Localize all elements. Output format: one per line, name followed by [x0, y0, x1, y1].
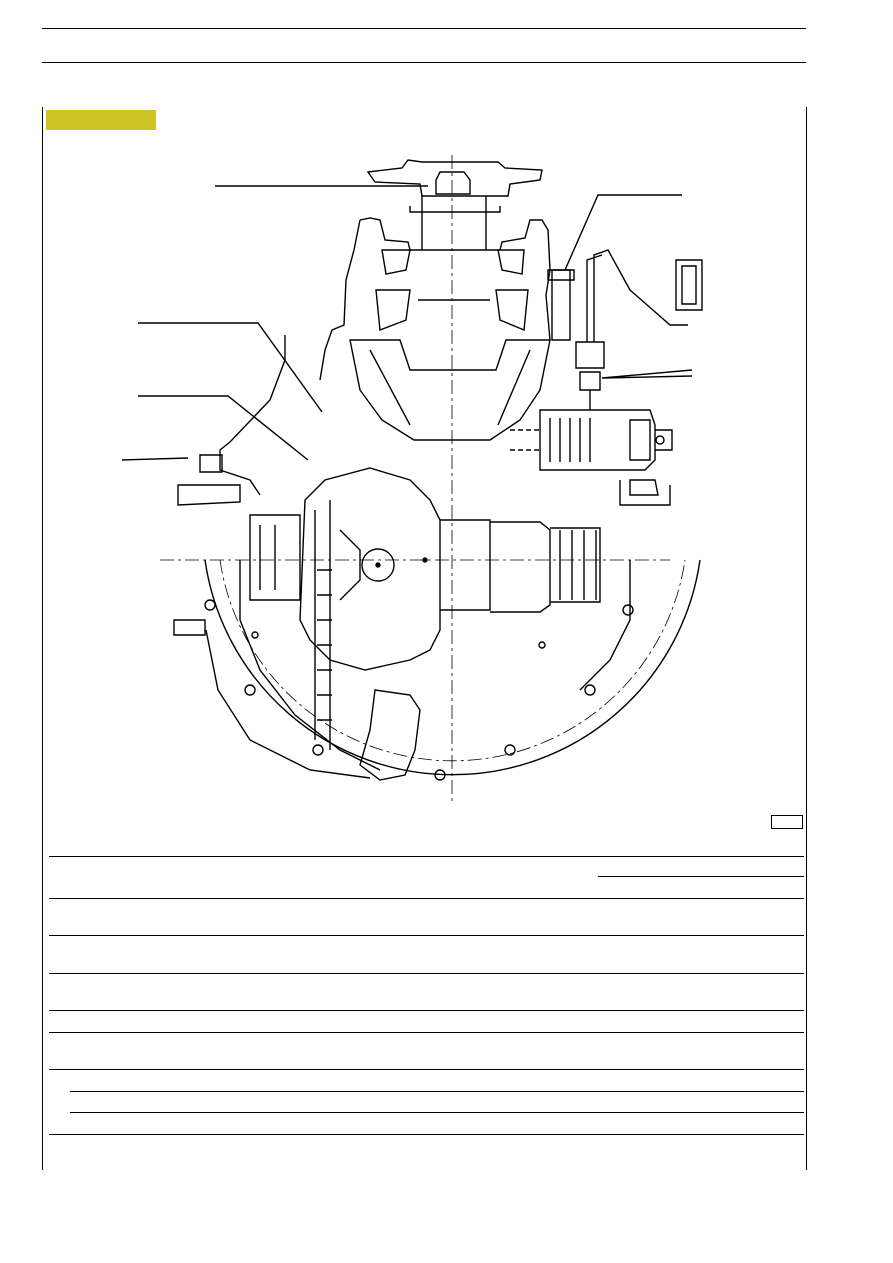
table-rule [49, 935, 804, 936]
table-rule-sub [70, 1112, 804, 1113]
table-rule [49, 898, 804, 899]
frame-left-rule [42, 107, 43, 1170]
table-rule [49, 1134, 804, 1135]
header-bottom-rule [42, 62, 806, 63]
differential-cross-section-drawing [121, 155, 703, 805]
header-top-rule [42, 28, 806, 29]
table-rule [49, 1032, 804, 1033]
table-rule-sub [70, 1091, 804, 1092]
table-rule [49, 856, 804, 857]
table-rule [49, 1069, 804, 1070]
frame-right-rule [806, 107, 807, 1170]
figure-reference-box [771, 815, 803, 829]
table-rule [49, 1010, 804, 1011]
table-rule-sub [598, 876, 804, 877]
section-tag [46, 110, 156, 130]
table-rule [49, 973, 804, 974]
